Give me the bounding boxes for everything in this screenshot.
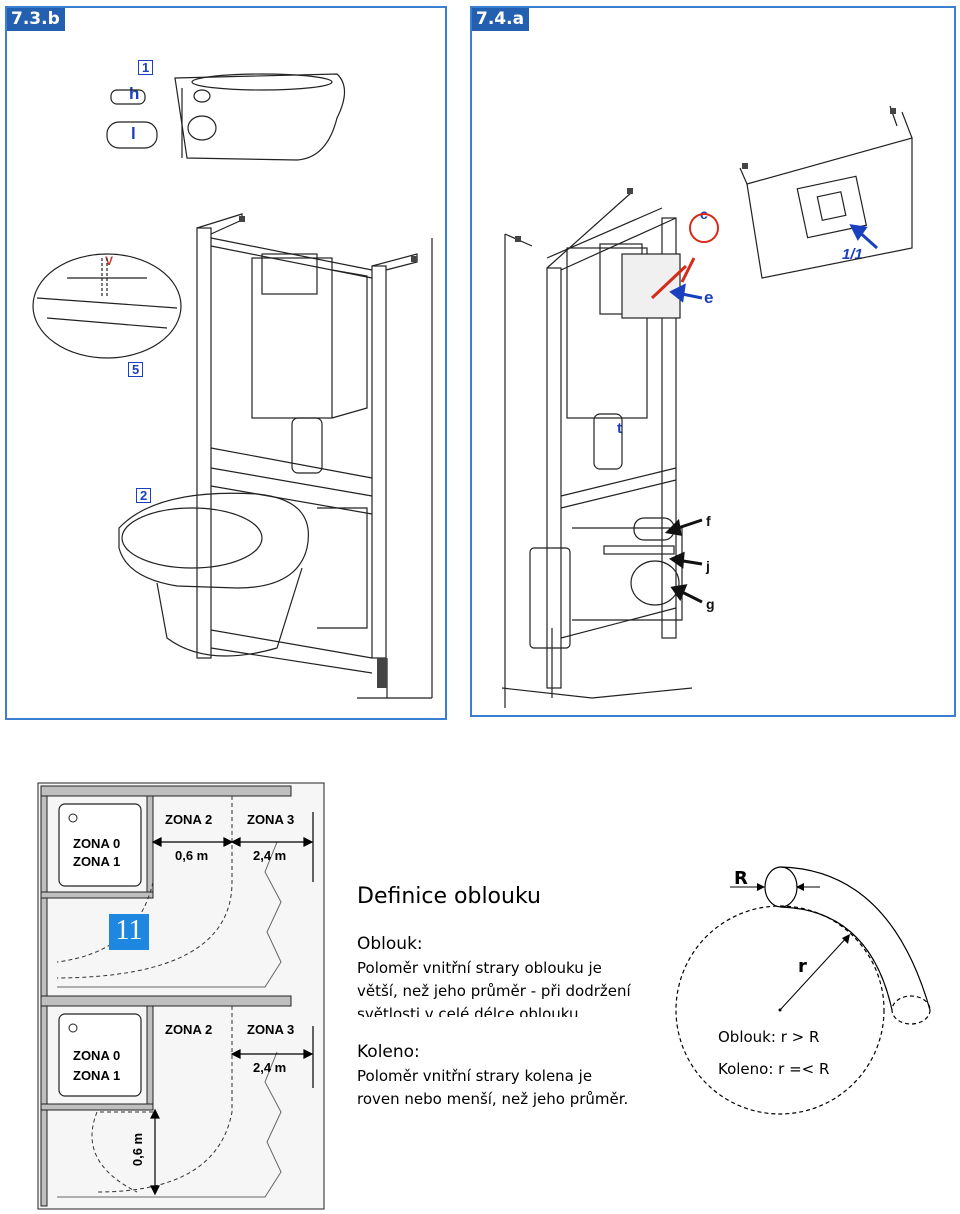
zone-3-top: ZONA 3 bbox=[247, 812, 295, 827]
label-e: e bbox=[704, 288, 714, 307]
zone-2-top: ZONA 2 bbox=[165, 812, 213, 827]
dim-vertical-bottom: 0,6 m bbox=[130, 1132, 146, 1167]
zone-1-bottom: ZONA 1 bbox=[73, 1068, 121, 1083]
label-j: j bbox=[706, 558, 710, 574]
label-g: g bbox=[706, 596, 715, 612]
label-v: V bbox=[105, 254, 114, 268]
panel-7-3-b: 7.3.b 1 5 2 h l V bbox=[5, 6, 447, 720]
label-R: R bbox=[734, 868, 748, 889]
label-r: r bbox=[798, 956, 807, 977]
step-box-2: 2 bbox=[136, 488, 152, 503]
oblouk-formula: Oblouk: r > R bbox=[718, 1028, 820, 1046]
label-t: t bbox=[617, 420, 622, 437]
oblouk-text-2: větší, než jeho průměr - při dodržení bbox=[357, 982, 631, 1000]
installation-drawing-right bbox=[501, 105, 913, 708]
dim-zone3-top: 2,4 m bbox=[253, 848, 287, 863]
panel-7-4-a: 7.4.a c e t f j g 1/1 bbox=[470, 6, 956, 717]
zone-1-top: ZONA 1 bbox=[73, 854, 121, 869]
koleno-text-1: Poloměr vnitřní strary kolena je bbox=[357, 1067, 593, 1085]
bend-diagram: R r Oblouk: r > R Koleno: r =< R bbox=[670, 860, 932, 1120]
step-box-1: 1 bbox=[138, 60, 154, 75]
figure-badge-11: 11 bbox=[109, 914, 149, 950]
oblouk-heading: Oblouk: bbox=[357, 934, 423, 954]
dim-zone3-bottom: 2,4 m bbox=[253, 1060, 287, 1075]
panel-tag: 7.3.b bbox=[7, 8, 65, 31]
installation-drawing-left bbox=[32, 73, 433, 699]
dim-zone2-top: 0,6 m bbox=[175, 848, 209, 863]
panel-tag: 7.4.a bbox=[472, 8, 530, 31]
step-box-5: 5 bbox=[128, 362, 144, 377]
koleno-heading: Koleno: bbox=[357, 1042, 420, 1062]
bathroom-zones-diagram: ZONA 0 ZONA 1 ZONA 2 ZONA 3 0,6 m 2,4 m … bbox=[37, 782, 327, 1210]
oblouk-text-1: Poloměr vnitřní strary oblouku je bbox=[357, 959, 602, 977]
zone-3-bottom: ZONA 3 bbox=[247, 1022, 295, 1037]
zone-0-top: ZONA 0 bbox=[73, 836, 121, 851]
label-l: l bbox=[131, 124, 136, 143]
oblouk-text-3: světlosti v celé délce oblouku. bbox=[357, 1005, 584, 1017]
zone-0-bottom: ZONA 0 bbox=[73, 1048, 121, 1063]
koleno-text-2: roven nebo menší, než jeho průměr. bbox=[357, 1090, 629, 1108]
label-h: h bbox=[129, 84, 140, 103]
label-f: f bbox=[706, 513, 711, 529]
zone-2-bottom: ZONA 2 bbox=[165, 1022, 213, 1037]
definition-title: Definice oblouku bbox=[357, 884, 541, 909]
koleno-formula: Koleno: r =< R bbox=[718, 1060, 830, 1078]
